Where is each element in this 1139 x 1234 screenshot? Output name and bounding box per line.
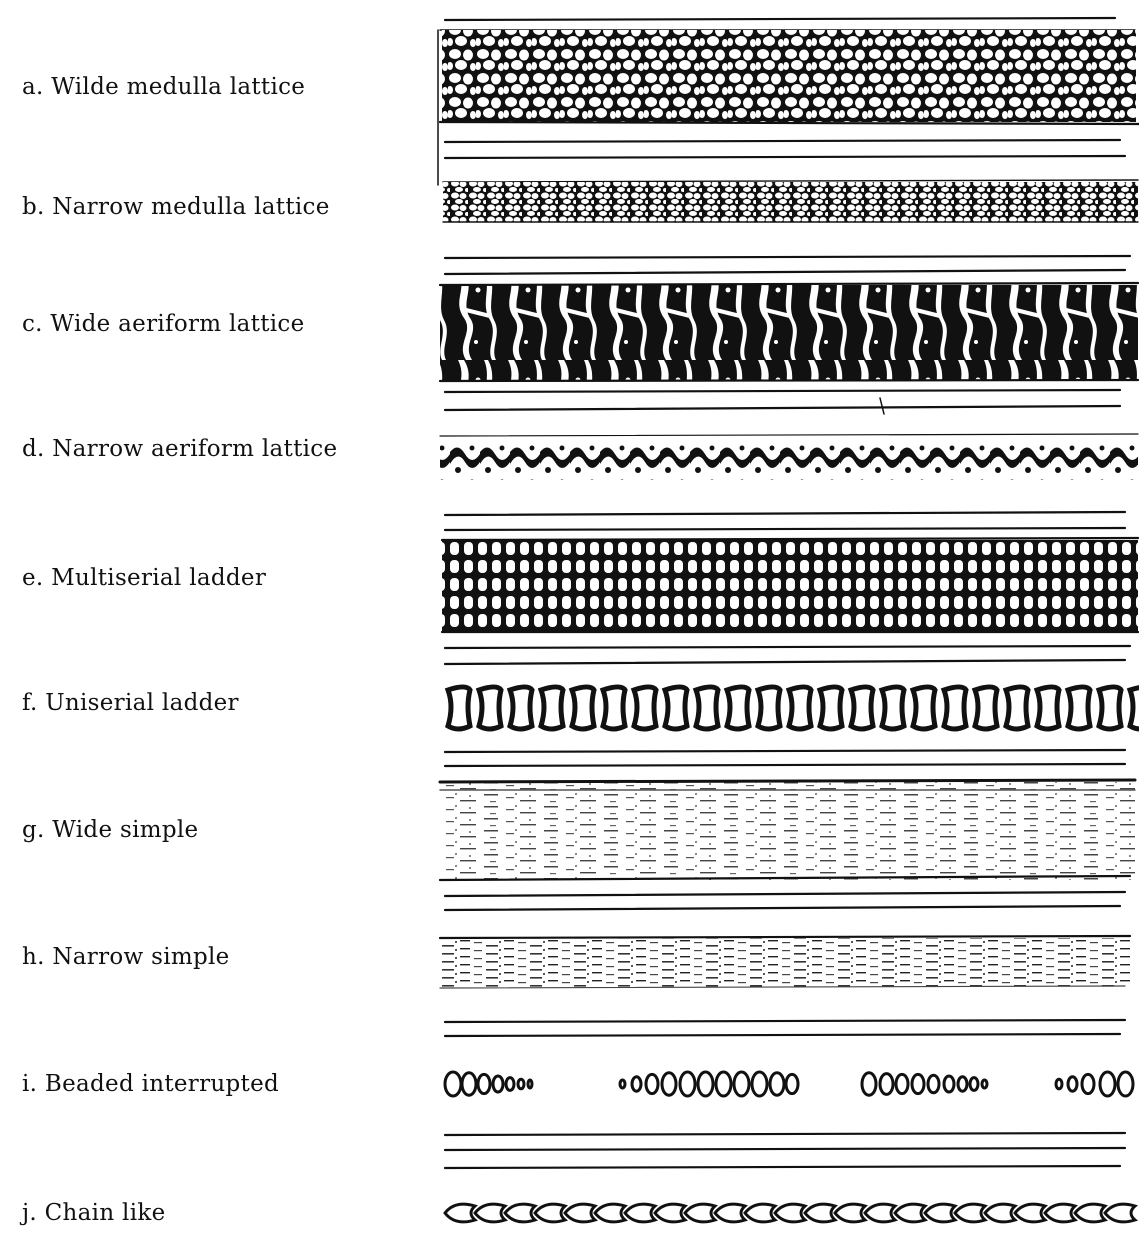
bead <box>944 1076 954 1092</box>
chain-link <box>595 1204 625 1222</box>
uniserial-cell <box>1068 687 1090 729</box>
bead <box>1068 1077 1077 1091</box>
bead <box>880 1074 893 1095</box>
pattern-b-narrow-medulla-lattice <box>443 156 1138 274</box>
uniserial-cell <box>510 687 532 729</box>
chain-link <box>1015 1204 1045 1222</box>
bead <box>680 1072 695 1096</box>
uniserial-cell <box>572 687 594 729</box>
uniserial-cell <box>479 687 501 729</box>
chain-link <box>1075 1204 1105 1222</box>
chain-link <box>1105 1204 1135 1222</box>
bead <box>698 1072 713 1096</box>
bead <box>928 1075 939 1093</box>
chain-link <box>535 1204 565 1222</box>
bead <box>506 1078 514 1091</box>
chain-link <box>1045 1204 1075 1222</box>
uniserial-cell <box>1099 687 1121 729</box>
chain-link <box>925 1204 955 1222</box>
uniserial-cell <box>913 687 935 729</box>
bead <box>982 1080 987 1088</box>
bead <box>970 1078 978 1091</box>
chain-link <box>835 1204 865 1222</box>
bead <box>662 1073 676 1095</box>
bead <box>1118 1072 1133 1096</box>
bead <box>518 1079 524 1089</box>
chain-link <box>625 1204 655 1222</box>
uniserial-cell <box>634 687 656 729</box>
pattern-a-wilde-medulla-lattice <box>438 18 1139 185</box>
bead <box>770 1073 784 1095</box>
pattern-g-wide-simple <box>440 780 1135 910</box>
chain-link <box>715 1204 745 1222</box>
bead <box>734 1072 749 1096</box>
chain-link <box>475 1204 505 1222</box>
bead <box>528 1080 532 1088</box>
bead <box>1082 1074 1094 1093</box>
uniserial-cell <box>1130 687 1139 729</box>
pattern-h-narrow-simple <box>440 936 1130 1036</box>
bead <box>493 1076 503 1092</box>
bead <box>1056 1079 1062 1089</box>
uniserial-cell <box>789 687 811 729</box>
bead <box>862 1073 876 1095</box>
bead <box>752 1072 767 1096</box>
uniserial-cell <box>758 687 780 729</box>
bead <box>632 1077 641 1091</box>
bead <box>912 1074 924 1093</box>
chain-link <box>775 1204 805 1222</box>
uniserial-cell <box>541 687 563 729</box>
uniserial-cell <box>448 687 470 729</box>
pattern-i-beaded-interrupted <box>445 1072 1133 1168</box>
uniserial-cell <box>851 687 873 729</box>
pattern-j-chain-like <box>445 1204 1135 1222</box>
pattern-c-wide-aeriform-lattice <box>440 283 1138 414</box>
chain-link <box>655 1204 685 1222</box>
bead <box>646 1074 658 1093</box>
chain-link <box>685 1204 715 1222</box>
pattern-d-narrow-aeriform-lattice <box>440 434 1138 530</box>
bead <box>478 1074 490 1093</box>
pattern-f-uniserial-ladder <box>445 687 1139 766</box>
uniserial-cell <box>696 687 718 729</box>
uniserial-cell <box>975 687 997 729</box>
uniserial-cell <box>665 687 687 729</box>
chain-link <box>445 1204 475 1222</box>
bead <box>445 1072 461 1096</box>
chain-link <box>505 1204 535 1222</box>
bead <box>1100 1072 1115 1096</box>
uniserial-cell <box>1037 687 1059 729</box>
bead <box>958 1077 967 1091</box>
chain-link <box>985 1204 1015 1222</box>
bead <box>462 1073 476 1095</box>
chain-link <box>865 1204 895 1222</box>
bead <box>716 1072 731 1096</box>
chain-link <box>955 1204 985 1222</box>
chain-link <box>895 1204 925 1222</box>
chain-link <box>565 1204 595 1222</box>
chain-link <box>805 1204 835 1222</box>
uniserial-cell <box>820 687 842 729</box>
pattern-e-multiserial-ladder <box>442 538 1138 664</box>
bead <box>786 1074 798 1093</box>
uniserial-cell <box>944 687 966 729</box>
uniserial-cell <box>882 687 904 729</box>
bead <box>620 1080 625 1088</box>
uniserial-cell <box>603 687 625 729</box>
chain-link <box>745 1204 775 1222</box>
uniserial-cell <box>727 687 749 729</box>
bead <box>896 1074 908 1093</box>
uniserial-cell <box>1006 687 1028 729</box>
